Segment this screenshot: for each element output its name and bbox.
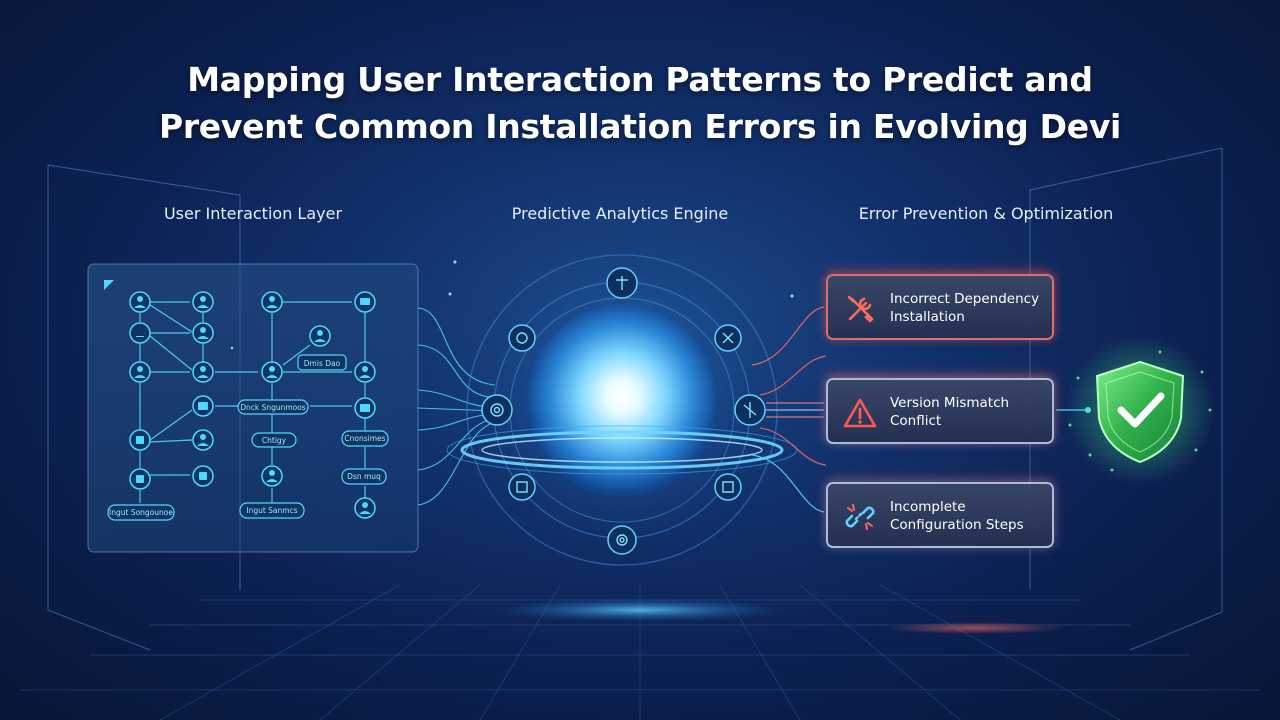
error-card-dependency: Incorrect Dependency Installation	[826, 274, 1054, 340]
floor-red-glow	[885, 622, 1065, 634]
error-card-configuration: Incomplete Configuration Steps	[826, 482, 1054, 548]
broken-link-icon	[845, 504, 875, 530]
flow-label-node-e: Dsn muq	[347, 472, 381, 481]
user-glyphs	[134, 296, 371, 514]
error-card-version-label: Version Mismatch Conflict	[890, 394, 1050, 430]
shield-check-icon	[1095, 360, 1185, 464]
title-line-1: Mapping User Interaction Patterns to Pre…	[187, 60, 1093, 99]
flow-label-node-a: Dmis Dao	[304, 359, 341, 368]
flow-label-node-d: Cnonsimes	[344, 434, 385, 443]
satellite-glyphs	[490, 276, 757, 546]
page-title: Mapping User Interaction Patterns to Pre…	[0, 56, 1280, 150]
warning-triangle-icon	[843, 398, 877, 428]
sphere-orb-icon	[526, 304, 718, 496]
error-configuration-line1: Incomplete	[890, 499, 966, 515]
output-data-streams	[751, 306, 827, 513]
flow-connectors	[139, 301, 366, 503]
error-dependency-line1: Incorrect Dependency	[890, 291, 1040, 307]
flow-label-node-b: Dnck Sngunmoos	[240, 403, 306, 412]
column-heading-user-interaction: User Interaction Layer	[163, 204, 343, 223]
flow-label-node-f: Ingut Songounoe	[109, 508, 173, 517]
column-heading-error-prevention: Error Prevention & Optimization	[858, 204, 1114, 223]
orb-rings	[446, 425, 798, 475]
error-card-dependency-label: Incorrect Dependency Installation	[890, 290, 1050, 326]
title-line-2: Prevent Common Installation Errors in Ev…	[158, 107, 1122, 146]
flow-label-node-g: Ingut Sanmcs	[246, 506, 297, 515]
error-version-line2: Conflict	[890, 413, 942, 429]
error-card-configuration-label: Incomplete Configuration Steps	[890, 498, 1050, 534]
column-heading-predictive-engine: Predictive Analytics Engine	[511, 204, 729, 223]
error-configuration-line2: Configuration Steps	[890, 517, 1024, 533]
flow-label-node-c: Chtigy	[262, 436, 287, 445]
error-card-version: Version Mismatch Conflict	[826, 378, 1054, 444]
error-version-line1: Version Mismatch	[890, 395, 1010, 411]
error-dependency-line2: Installation	[890, 309, 965, 325]
sparkle-particles	[1068, 350, 1212, 472]
floor-glow	[490, 598, 790, 622]
sparkles-blue	[230, 260, 794, 350]
flow-label-pills	[107, 354, 389, 521]
flow-label-texts: Dmis Dao Dnck Sngunmoos Chtigy Cnonsimes…	[109, 359, 386, 517]
wrench-screwdriver-icon	[847, 295, 874, 323]
